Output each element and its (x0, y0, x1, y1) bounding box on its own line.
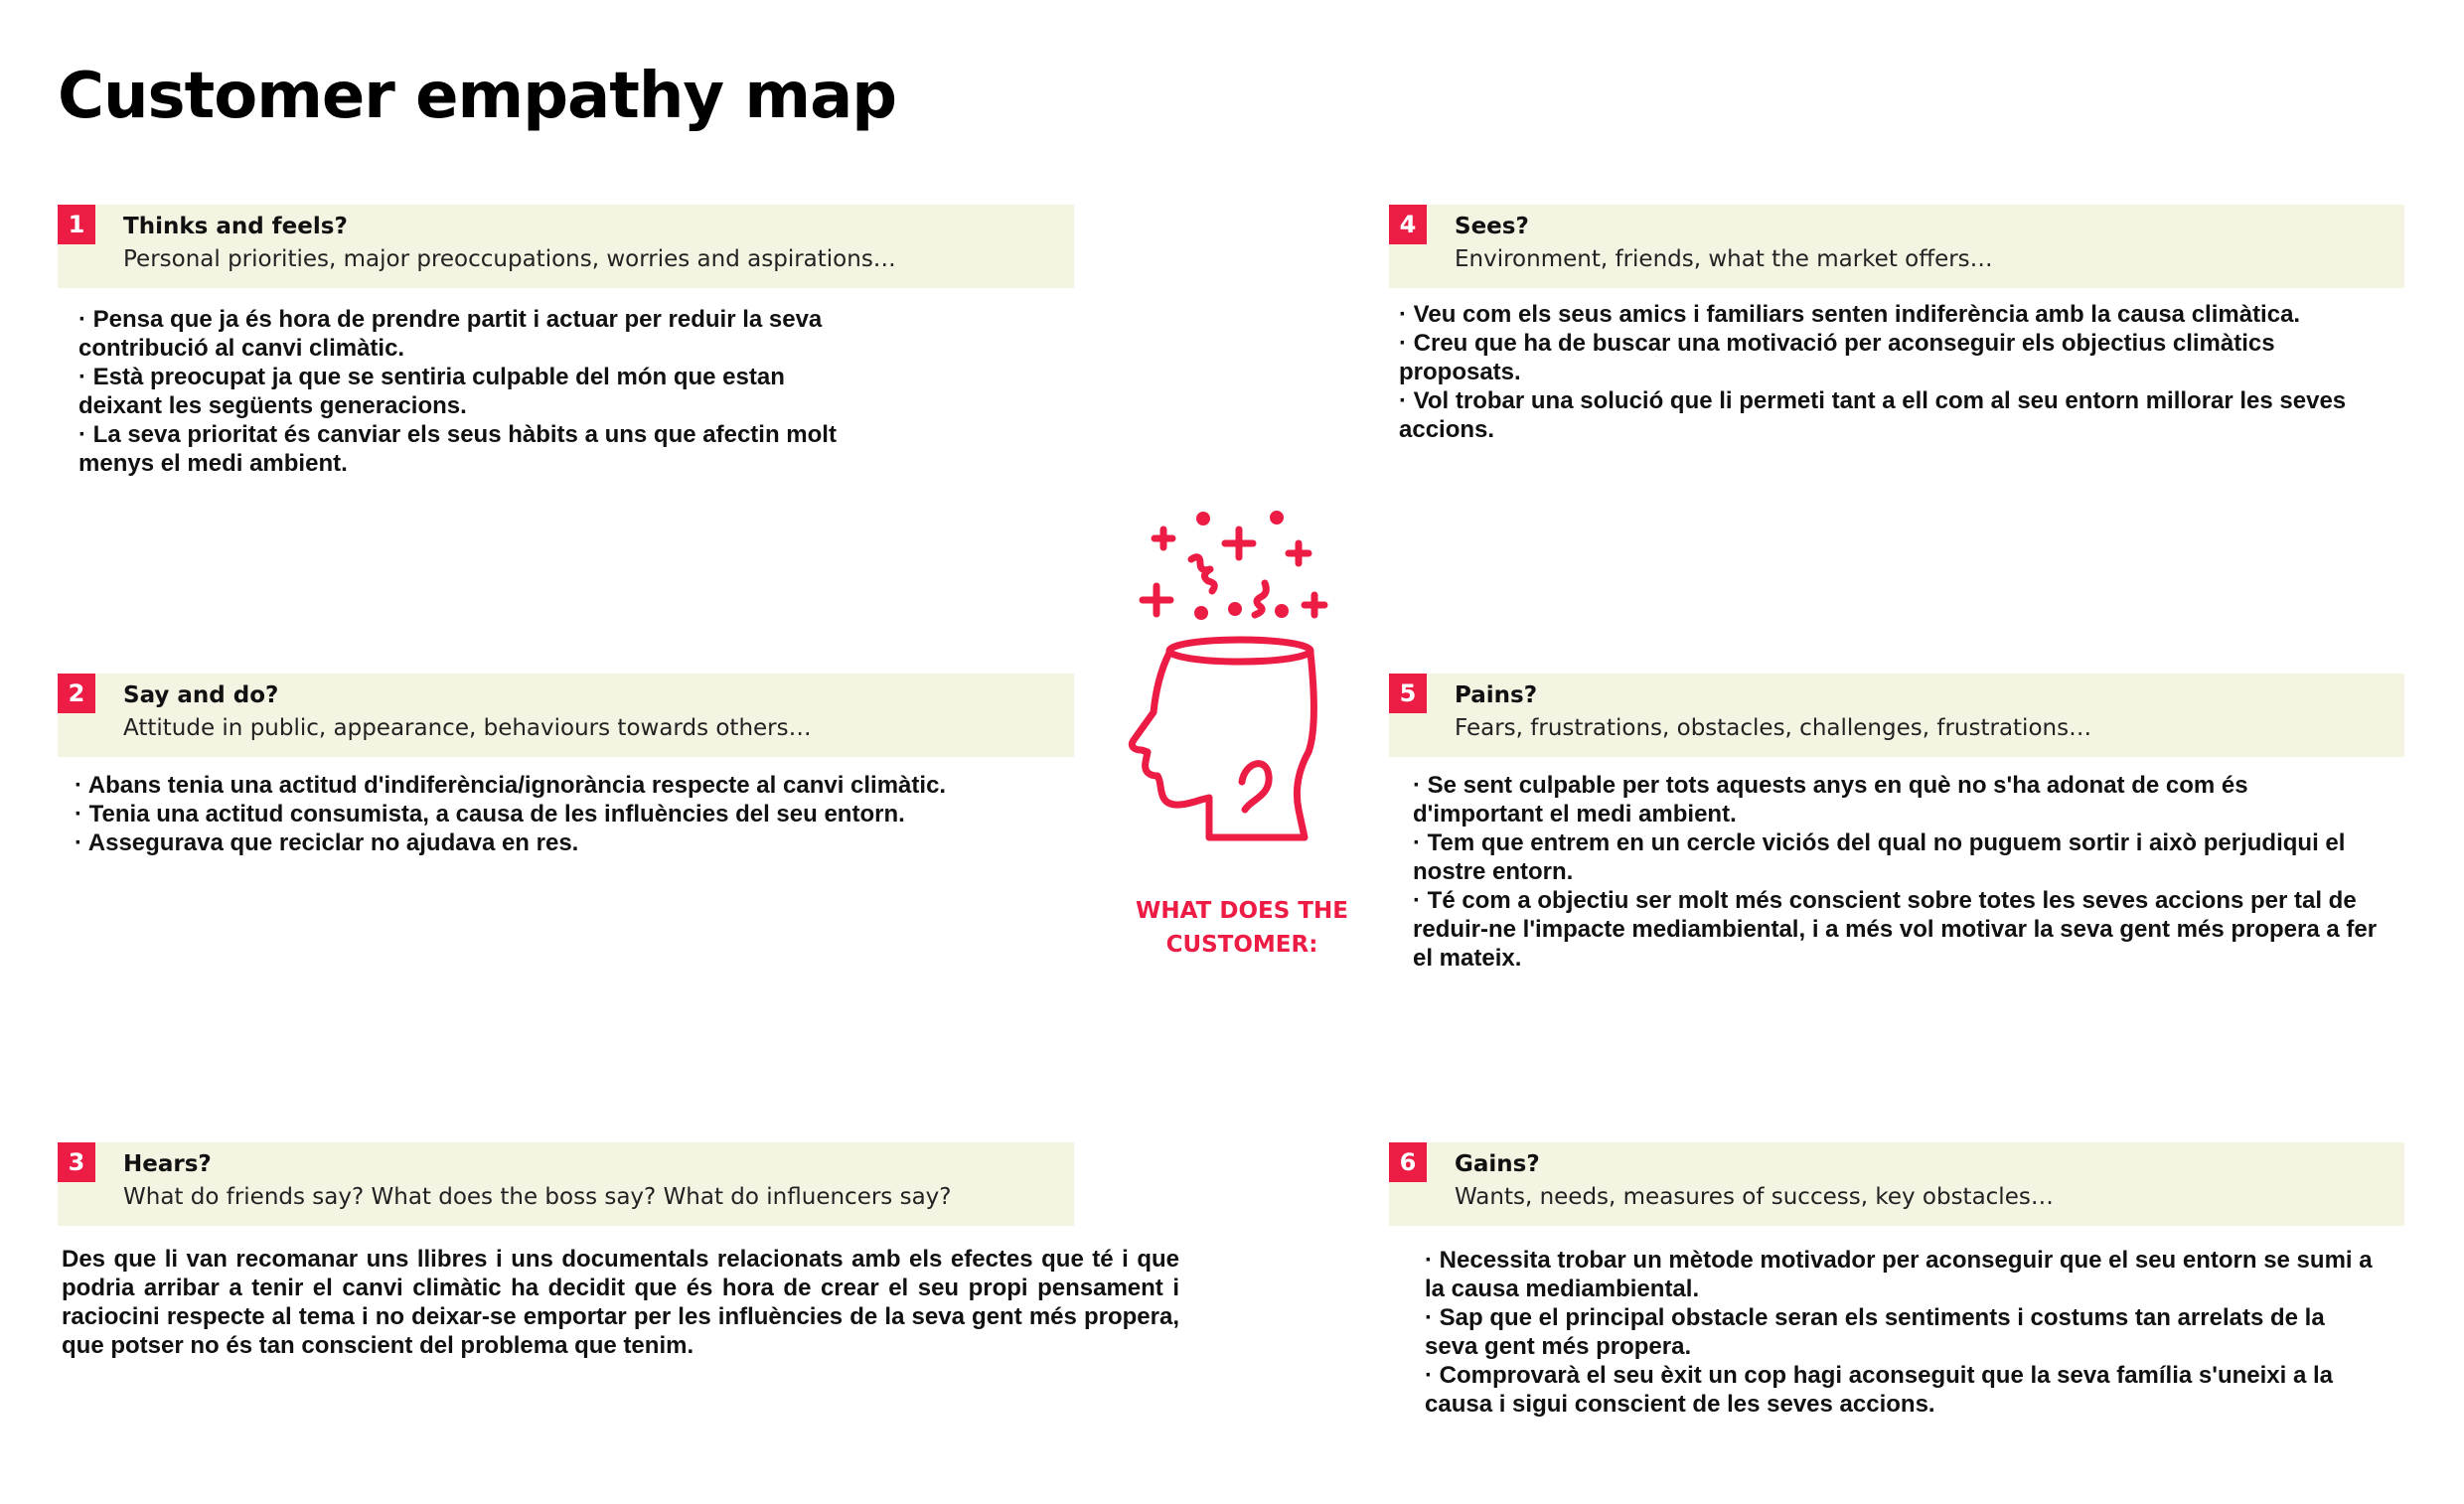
section-question: Sees? (1455, 214, 1529, 239)
section-header: 5 Pains? Fears, frustrations, obstacles,… (1389, 674, 2404, 757)
section-subtitle: Personal priorities, major preoccupation… (123, 246, 896, 272)
section-question: Thinks and feels? (123, 214, 348, 239)
body-line: · Comprovarà el seu èxit un cop hagi aco… (1425, 1362, 2334, 1389)
section-subtitle: Fears, frustrations, obstacles, challeng… (1455, 715, 2092, 741)
body-line: reduir-ne l'impacte mediambiental, i a m… (1413, 916, 2378, 943)
body-line: · Sap que el principal obstacle seran el… (1425, 1304, 2325, 1331)
section-subtitle: Wants, needs, measures of success, key o… (1455, 1184, 2054, 1210)
body-line: el mateix. (1413, 945, 1522, 972)
section-header: 6 Gains? Wants, needs, measures of succe… (1389, 1142, 2404, 1226)
body-line: accions. (1399, 416, 1495, 443)
center-label-line: CUSTOMER: (1165, 932, 1318, 958)
section-question: Hears? (123, 1151, 212, 1177)
body-line: · Vol trobar una solució que li permeti … (1399, 387, 2347, 414)
section-subtitle: Attitude in public, appearance, behaviou… (123, 715, 812, 741)
section-subtitle: What do friends say? What does the boss … (123, 1184, 952, 1210)
body-line: · Té com a objectiu ser molt més conscie… (1413, 887, 2357, 914)
body-line: · Necessita trobar un mètode motivador p… (1425, 1247, 2373, 1274)
section-subtitle: Environment, friends, what the market of… (1455, 246, 1993, 272)
section-header: 1 Thinks and feels? Personal priorities,… (58, 205, 1074, 288)
section-header: 4 Sees? Environment, friends, what the m… (1389, 205, 2404, 288)
body-line: proposats. (1399, 359, 1521, 385)
body-line: · La seva prioritat és canviar els seus … (78, 421, 837, 448)
body-line: d'important el medi ambient. (1413, 801, 1737, 827)
section-number-badge: 1 (58, 205, 95, 244)
center-label: WHAT DOES THE CUSTOMER: (1103, 894, 1381, 962)
head-icon (1128, 511, 1328, 841)
body-line: deixant les següents generacions. (78, 392, 467, 419)
section-question: Pains? (1455, 682, 1538, 708)
section-number-badge: 4 (1389, 205, 1427, 244)
center-label-line: WHAT DOES THE (1136, 898, 1348, 924)
body-line: contribució al canvi climàtic. (78, 335, 405, 362)
section-body: · Se sent culpable per tots aquests anys… (1413, 771, 2424, 973)
body-line: · Veu com els seus amics i familiars sen… (1399, 301, 2301, 328)
body-line: · Tem que entrem en un cercle viciós del… (1413, 829, 2346, 856)
section-header: 3 Hears? What do friends say? What does … (58, 1142, 1074, 1226)
section-number-badge: 3 (58, 1142, 95, 1182)
body-line: causa i sigui conscient de les seves acc… (1425, 1391, 1935, 1418)
page-title: Customer empathy map (58, 60, 897, 133)
section-number-badge: 2 (58, 674, 95, 713)
body-line: · Abans tenia una actitud d'indiferència… (75, 772, 947, 799)
body-line: nostre entorn. (1413, 858, 1574, 885)
body-line: · Se sent culpable per tots aquests anys… (1413, 772, 2248, 799)
section-header: 2 Say and do? Attitude in public, appear… (58, 674, 1074, 757)
body-line: · Està preocupat ja que se sentiria culp… (78, 364, 785, 390)
section-number-badge: 6 (1389, 1142, 1427, 1182)
body-line: · Tenia una actitud consumista, a causa … (75, 801, 905, 827)
section-question: Gains? (1455, 1151, 1540, 1177)
body-line: seva gent més propera. (1425, 1333, 1692, 1360)
section-body: · Necessita trobar un mètode motivador p… (1425, 1246, 2415, 1419)
body-line: · Assegurava que reciclar no ajudava en … (75, 829, 579, 856)
section-body: · Abans tenia una actitud d'indiferència… (75, 771, 1068, 857)
section-question: Say and do? (123, 682, 279, 708)
section-number-badge: 5 (1389, 674, 1427, 713)
body-paragraph: Des que li van recomanar uns llibres i u… (62, 1246, 1179, 1359)
section-body: Des que li van recomanar uns llibres i u… (62, 1245, 1179, 1360)
section-body: · Pensa que ja és hora de prendre partit… (78, 305, 888, 478)
body-line: · Pensa que ja és hora de prendre partit… (78, 306, 823, 333)
section-body: · Veu com els seus amics i familiars sen… (1399, 300, 2440, 444)
body-line: · Creu que ha de buscar una motivació pe… (1399, 330, 2275, 357)
body-line: la causa mediambiental. (1425, 1276, 1700, 1302)
body-line: menys el medi ambient. (78, 450, 348, 477)
